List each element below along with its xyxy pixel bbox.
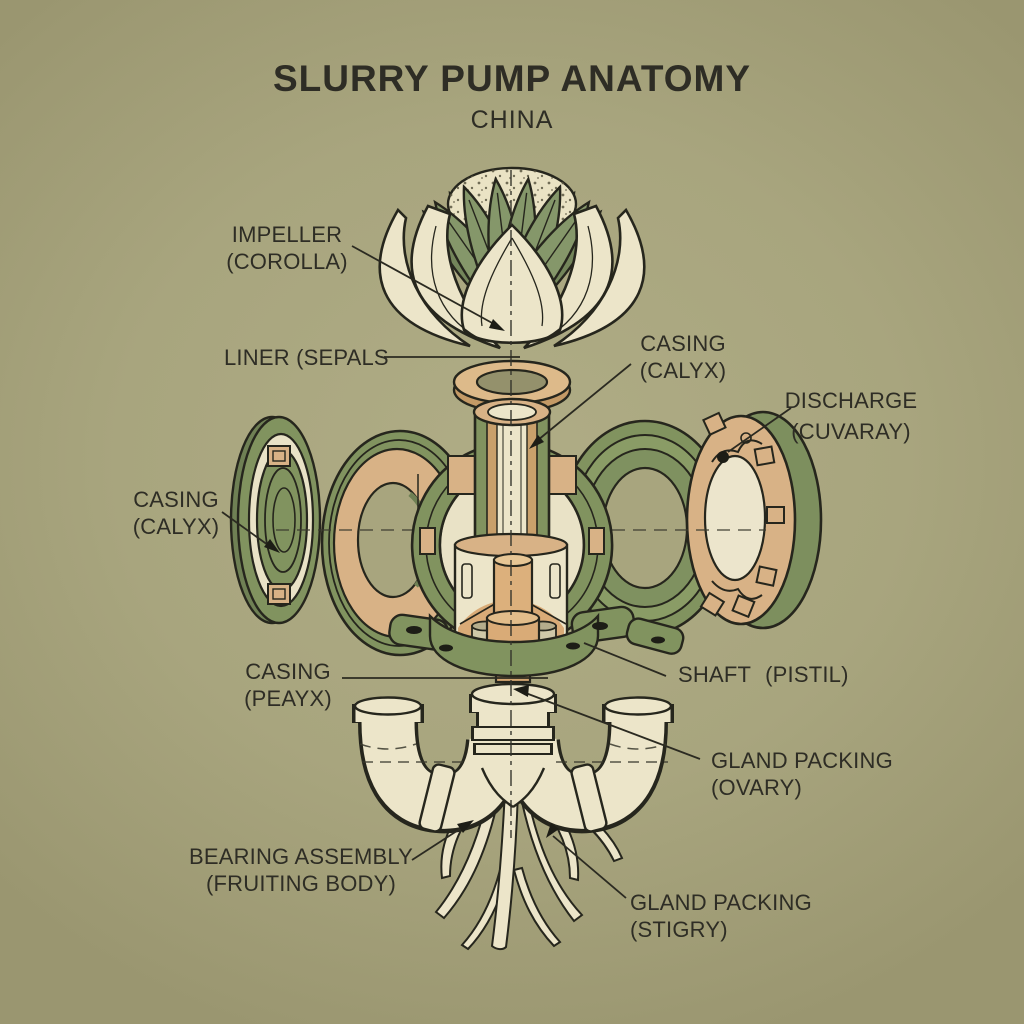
label-casing-right-line2: (CALYX) <box>639 358 727 383</box>
leader-bearing <box>411 826 464 861</box>
base-flange-icon <box>388 605 685 678</box>
arrowhead-ovary-icon <box>513 685 529 697</box>
label-casing-peayx-line1: CASING <box>245 659 331 684</box>
label-ovary-line2: (OVARY) <box>711 775 803 800</box>
label-casing-peayx-line2: (PEAYX) <box>244 686 332 711</box>
arrowhead-bearing-icon <box>457 820 474 833</box>
leader-ovary <box>522 691 701 760</box>
label-shaft: SHAFT (PISTIL) <box>678 661 849 688</box>
label-discharge: DISCHARGE (CUVARAY) <box>785 385 918 447</box>
label-casing-calyx-left: CASING (CALYX) <box>133 486 220 540</box>
flower-impeller-icon <box>378 166 646 350</box>
label-liner: LINER (SEPALS <box>224 344 389 371</box>
arrowhead-stigry-icon <box>546 823 559 838</box>
diagram-title: SLURRY PUMP ANATOMY <box>272 58 752 99</box>
label-liner-line1: LINER (SEPALS <box>224 345 389 370</box>
arrowhead-impeller-icon <box>489 319 505 331</box>
label-gland-packing-stigry: GLAND PACKING (STIGRY) <box>630 889 812 943</box>
arrowhead-casing-right-icon <box>529 435 544 449</box>
label-stigry-line2: (STIGRY) <box>630 917 728 942</box>
diagram-subtitle: CHINA <box>470 106 554 134</box>
label-casing-left-line2: (CALYX) <box>132 514 220 539</box>
label-impeller-line2: (COROLLA) <box>226 249 348 274</box>
label-shaft-word2: (PISTIL) <box>765 662 849 687</box>
arrowhead-casing-left-icon <box>264 539 280 553</box>
label-impeller-line1: IMPELLER <box>231 222 343 247</box>
root-system-icon <box>434 788 624 951</box>
leader-shaft <box>583 642 667 677</box>
leader-stigry <box>552 835 627 899</box>
central-casing-icon <box>388 397 685 684</box>
label-casing-calyx-right: CASING (CALYX) <box>640 330 727 384</box>
leader-impeller <box>351 245 495 325</box>
label-casing-left-line1: CASING <box>133 487 219 512</box>
discharge-flange-icon <box>685 410 823 630</box>
label-ovary-line1: GLAND PACKING <box>711 748 893 773</box>
leader-casing-left <box>221 511 269 546</box>
leader-discharge <box>727 407 792 453</box>
label-bearing-assembly: BEARING ASSEMBLY (FRUITING BODY) <box>189 843 413 897</box>
label-stigry-line1: GLAND PACKING <box>630 890 812 915</box>
label-shaft-word1: SHAFT <box>678 662 752 687</box>
label-bearing-line1: BEARING ASSEMBLY <box>188 844 414 869</box>
label-casing-peayx: CASING (PEAYX) <box>244 658 332 712</box>
label-casing-right-line1: CASING <box>640 331 726 356</box>
label-impeller: IMPELLER (COROLLA) <box>226 221 348 275</box>
label-gland-packing-ovary: GLAND PACKING (OVARY) <box>711 747 893 801</box>
label-bearing-line2: (FRUITING BODY) <box>206 871 396 896</box>
pipe-assembly-icon <box>352 682 674 834</box>
liner-ring-icon <box>452 359 572 414</box>
suction-disc-icon <box>229 415 322 625</box>
label-discharge-line2: (CUVARAY) <box>791 419 911 444</box>
label-discharge-line1: DISCHARGE <box>784 388 918 413</box>
diagram-header: SLURRY PUMP ANATOMY CHINA <box>0 58 1024 135</box>
leader-casing-right <box>537 363 632 441</box>
leader-lines <box>221 245 792 899</box>
